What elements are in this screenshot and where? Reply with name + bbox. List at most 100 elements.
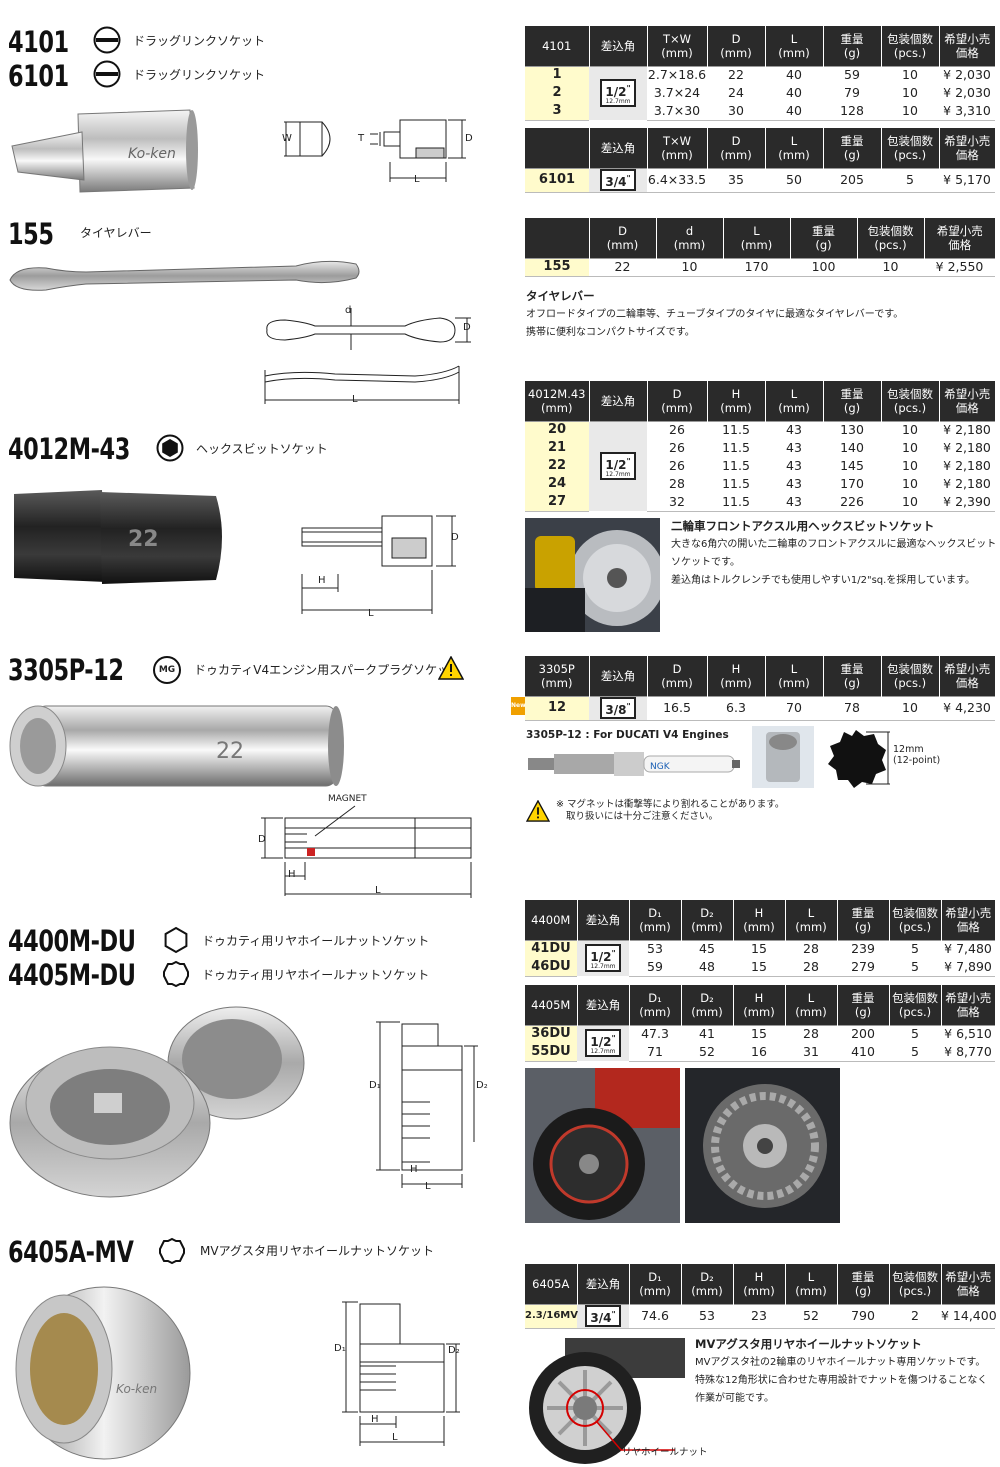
drive-cell: 1/2"12.7mm [589, 65, 647, 120]
dim-label-d: D [451, 532, 459, 543]
product-name-4101: ドラッグリンクソケット [133, 34, 266, 48]
hex-symbol-icon [156, 434, 184, 462]
table-cell: 170 [840, 476, 864, 491]
table-row: 3 3.7×30 30 40 128 10 ¥ 3,310 [525, 102, 995, 121]
table-cell: 71 [629, 1043, 681, 1062]
col-header: 差込角 [577, 1264, 630, 1304]
table-cell: 52 [681, 1043, 733, 1062]
col-header: D₁(mm) [629, 900, 682, 940]
table-cell: 70 [765, 695, 823, 721]
size-cell: 12 [525, 695, 589, 721]
spark-plug-image: NGK [528, 752, 740, 776]
drive-cell: 3/8" [589, 695, 647, 721]
col-header: D₂(mm) [681, 900, 734, 940]
product-name-4400m-du: ドゥカティ用リヤホイールナットソケット [202, 934, 430, 948]
col-header: 包装個数(pcs.) [889, 900, 942, 940]
table-cell: 35 [707, 167, 765, 193]
table-cell: ¥ 7,890 [941, 958, 995, 977]
dim-label-l: L [414, 174, 420, 185]
table-cell: ¥ 3,310 [939, 102, 995, 121]
size-cell: 2 [525, 84, 589, 102]
dim-label-d1: D₁ [334, 1343, 346, 1354]
twelve-point-label: 12mm (12-point) [893, 744, 940, 766]
table-cell: 5 [881, 167, 939, 193]
col-header: H(mm) [733, 985, 786, 1025]
size-cell: 27 [525, 493, 589, 512]
table-row: 55DU 71 52 16 31 410 5 ¥ 8,770 [525, 1043, 995, 1062]
table-cell: 43 [786, 476, 802, 491]
wheel-nut-socket-image [9, 1006, 305, 1198]
table-cell: 11.5 [722, 440, 750, 455]
description-4012m-43: 二輪車フロントアクスル用ヘックスビットソケット 大きな6角穴の開いた二輪車のフロ… [671, 518, 996, 589]
product-name-155: タイヤレバー [80, 226, 152, 240]
point-label-line: (12-point) [893, 755, 941, 766]
dim-label-l: L [425, 1181, 431, 1192]
col-header: D₁(mm) [629, 985, 682, 1025]
col-header: 包装個数(pcs.) [889, 1264, 942, 1304]
table-cell: 10 [857, 257, 924, 277]
size-cell: 1 [525, 65, 589, 84]
spark-plug-dimension-drawing [261, 805, 472, 898]
description-line: 差込角はトルクレンチでも使用しやすい1/2"sq.を採用しています。 [671, 575, 976, 586]
table-cell: 239 [837, 939, 889, 958]
description-6405a-mv: MVアグスタ用リヤホイールナットソケット MVアグスタ社の2輪車のリヤホイールナ… [695, 1336, 987, 1407]
dim-label-d2: D₂ [448, 1345, 460, 1356]
col-header: T×W(mm) [647, 26, 708, 66]
spec-table-3305p-12: 3305P(mm) 差込角 D(mm) H(mm) L(mm) 重量(g) 包装… [525, 656, 995, 721]
table-row: 155 22 10 170 100 10 ¥ 2,550 [525, 257, 995, 277]
table-cell: 40 [786, 85, 802, 100]
table-cell: 140 [840, 440, 864, 455]
dim-label-d1: D₁ [369, 1080, 381, 1091]
product-code-4012m-43: 4012M-43 [8, 432, 130, 466]
table-row: 21 26 11.5 43 140 10 ¥ 2,180 [525, 439, 995, 457]
description-line: ソケットです。 [671, 557, 740, 568]
description-line: 作業が可能です。 [695, 1393, 774, 1404]
table-cell: 5 [889, 958, 941, 977]
socket-end-photo [752, 726, 814, 788]
drive-cell: 1/2"12.7mm [589, 420, 647, 511]
description-155: タイヤレバー オフロードタイプの二輪車等、チューブタイプのタイヤに最適なタイヤレ… [526, 288, 903, 341]
table-cell: 78 [823, 695, 881, 721]
rear-wheel-photo-2 [685, 1068, 840, 1223]
product-code-4400m-du: 4400M-DU [8, 924, 136, 958]
table-cell: 200 [837, 1024, 889, 1043]
table-row: 20 1/2"12.7mm 26 11.5 43 130 10 ¥ 2,180 [525, 420, 995, 511]
col-header: L(mm) [765, 26, 824, 66]
table-cell: 43 [765, 420, 823, 439]
col-header: 差込角 [589, 381, 648, 421]
drive-badge: 3/8" [600, 697, 636, 719]
table-cell: 11.5 [722, 476, 750, 491]
drag-link-dimension-drawing [284, 119, 466, 182]
col-header: 包装個数(pcs.) [857, 218, 925, 258]
description-title: 二輪車フロントアクスル用ヘックスビットソケット [671, 519, 935, 533]
table-cell: 45 [681, 939, 733, 958]
table-cell: ¥ 2,180 [943, 458, 991, 473]
table-cell: 11.5 [722, 458, 750, 473]
size-cell: 20 [525, 420, 589, 439]
col-header: D(mm) [647, 381, 708, 421]
dim-label-w: W [282, 133, 292, 144]
new-badge: New [511, 697, 526, 715]
table-cell: ¥ 6,510 [941, 1024, 995, 1043]
dim-label-d2: D₂ [476, 1080, 488, 1091]
drive-cell: 1/2"12.7mm [577, 1024, 629, 1061]
mv-wheel-nut-socket-image: Ko-ken [15, 1286, 191, 1460]
size-cell: 21 [525, 439, 589, 457]
twelve-point-outline-icon [163, 960, 189, 988]
product-code-3305p-12: 3305P-12 [8, 653, 124, 687]
dim-label-d: D [465, 133, 473, 144]
svg-text:22: 22 [128, 527, 159, 552]
table-cell: 3.7×24 [653, 85, 701, 100]
warning-icon [438, 656, 464, 680]
svg-text:NGK: NGK [650, 762, 671, 772]
table-cell: 3.7×30 [647, 102, 707, 121]
table-cell: 10 [881, 420, 939, 439]
rear-wheel-photo-1 [525, 1068, 680, 1223]
col-header [525, 218, 590, 258]
drive-badge: 1/2"12.7mm [585, 944, 621, 973]
description-line: MVアグスタ社の2輪車のリヤホイールナット専用ソケットです。 [695, 1357, 986, 1368]
col-header: D(mm) [589, 218, 657, 258]
table-cell: ¥ 5,170 [939, 167, 995, 193]
warning-icon [526, 800, 550, 822]
table-cell: 43 [786, 458, 802, 473]
